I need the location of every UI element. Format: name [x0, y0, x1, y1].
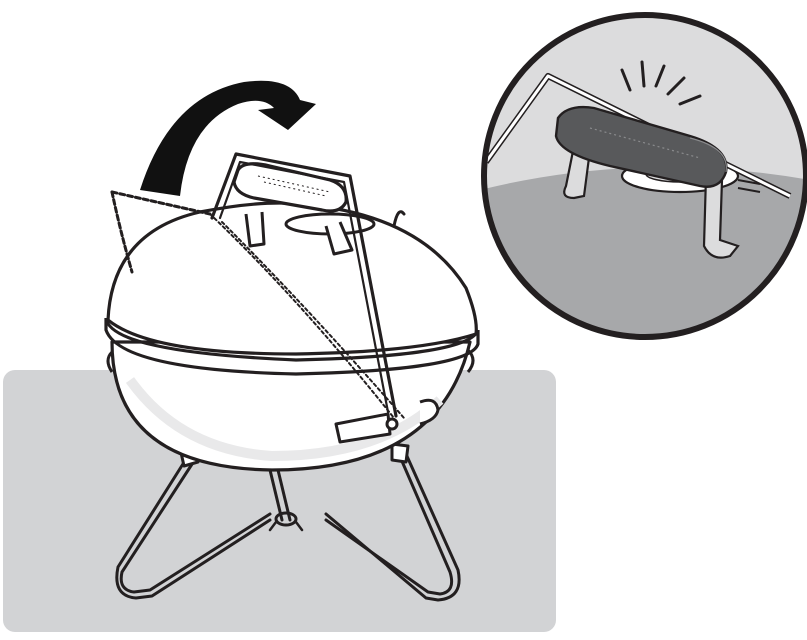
inset-detail — [480, 10, 807, 340]
